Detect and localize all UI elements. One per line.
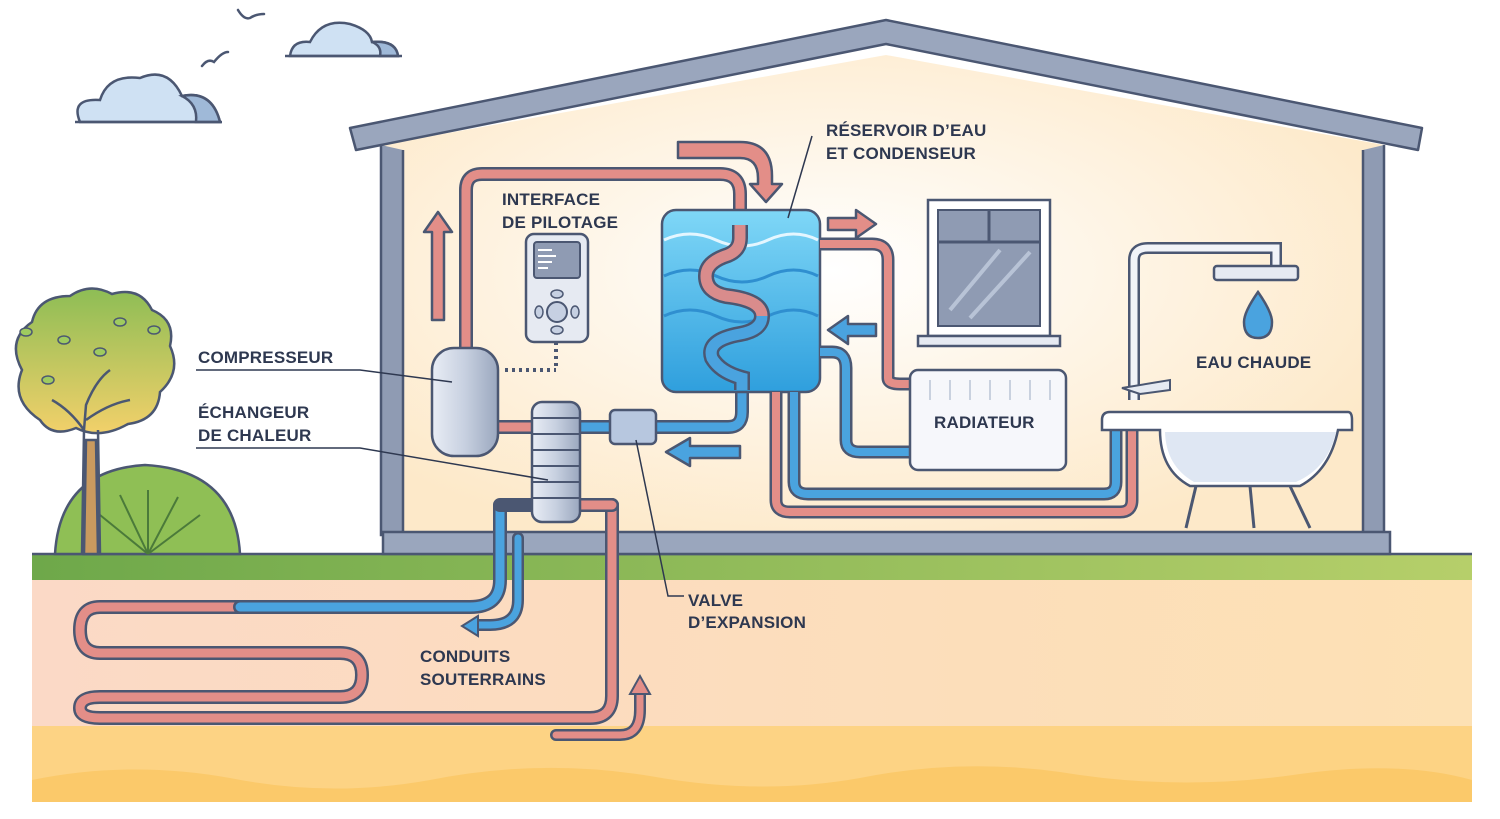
radiator bbox=[908, 368, 1068, 472]
window bbox=[916, 198, 1062, 348]
bush bbox=[53, 463, 242, 556]
labels: RÉSERVOIR D’EAU ET CONDENSEUR INTERFACE … bbox=[198, 121, 1311, 689]
label-valve-2: D’EXPANSION bbox=[688, 613, 806, 632]
water-drop-icon bbox=[1242, 289, 1274, 340]
compressor bbox=[430, 346, 500, 458]
label-radiateur: RADIATEUR bbox=[934, 413, 1035, 432]
label-echangeur-1: ÉCHANGEUR bbox=[198, 403, 309, 422]
arrow-right-hot bbox=[826, 208, 878, 240]
heat-exchanger bbox=[530, 400, 582, 524]
roof bbox=[348, 18, 1424, 152]
sky bbox=[75, 8, 402, 124]
callout-lines bbox=[196, 135, 813, 597]
label-reservoir-2: ET CONDENSEUR bbox=[826, 144, 976, 163]
heating-pipes bbox=[769, 237, 1139, 519]
ground bbox=[32, 552, 1472, 802]
faucet bbox=[1121, 378, 1171, 396]
label-echangeur-2: DE CHALEUR bbox=[198, 426, 311, 445]
birds bbox=[200, 8, 266, 68]
bathroom bbox=[1100, 242, 1354, 529]
tree-canopy bbox=[14, 287, 176, 435]
expansion-valve bbox=[608, 408, 658, 446]
label-conduits-2: SOUTERRAINS bbox=[420, 670, 546, 689]
label-eau-chaude: EAU CHAUDE bbox=[1196, 353, 1311, 372]
cloud-right bbox=[285, 21, 402, 58]
label-interface-2: DE PILOTAGE bbox=[502, 213, 618, 232]
cloud-left bbox=[75, 73, 222, 124]
label-compresseur: COMPRESSEUR bbox=[198, 348, 333, 367]
wall-right bbox=[1361, 145, 1386, 537]
wall-left bbox=[379, 145, 405, 537]
label-valve-1: VALVE bbox=[688, 591, 743, 610]
label-conduits-1: CONDUITS bbox=[420, 647, 510, 666]
ground-loop bbox=[72, 498, 652, 741]
arrow-up-hot bbox=[422, 210, 454, 322]
arrow-left-cold-bottom bbox=[664, 436, 742, 468]
tree bbox=[14, 287, 176, 556]
arrow-left-cold bbox=[826, 314, 878, 346]
arrow-into-tank bbox=[676, 140, 784, 204]
label-reservoir-1: RÉSERVOIR D’EAU bbox=[826, 121, 986, 140]
shower-head bbox=[1212, 264, 1300, 282]
water-tank bbox=[660, 208, 822, 394]
flow-arrows bbox=[422, 140, 878, 468]
floor-slab bbox=[381, 530, 1392, 556]
control-interface bbox=[505, 232, 590, 372]
tree-trunk bbox=[51, 368, 131, 556]
grass-strip bbox=[32, 554, 1472, 580]
soil-wave bbox=[32, 726, 1472, 789]
label-interface-1: INTERFACE bbox=[502, 190, 600, 209]
